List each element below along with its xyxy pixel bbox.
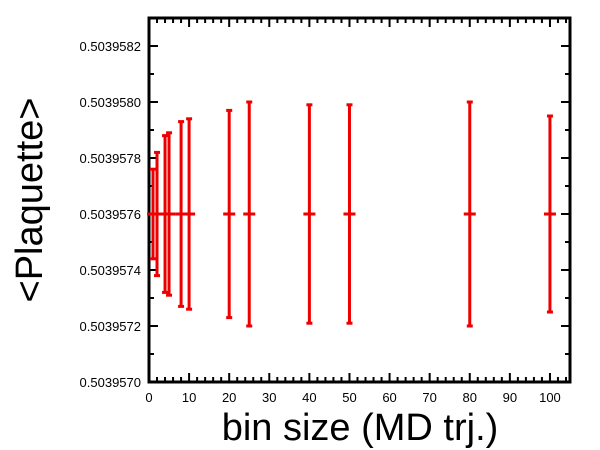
data-point xyxy=(343,103,356,325)
x-axis-title: bin size (MD trj.) xyxy=(222,407,499,449)
x-tick-label: 10 xyxy=(182,390,196,405)
ticks xyxy=(148,17,570,383)
y-tick-label: 0.5039572 xyxy=(80,319,141,334)
data-point xyxy=(543,114,556,314)
x-tick-label: 80 xyxy=(463,390,477,405)
y-tick-label: 0.5039570 xyxy=(80,375,141,390)
y-tick-label: 0.5039576 xyxy=(80,207,141,222)
x-tick-label: 90 xyxy=(503,390,517,405)
x-tick-label: 50 xyxy=(342,390,356,405)
x-tick-label: 0 xyxy=(145,390,152,405)
data-point xyxy=(303,103,316,325)
y-tick-label: 0.5039582 xyxy=(80,39,141,54)
data-points xyxy=(147,100,556,328)
x-tick-label: 60 xyxy=(382,390,396,405)
x-tick-label: 70 xyxy=(422,390,436,405)
y-tick-labels: 0.5039570 0.5039572 0.5039574 0.5039576 0.50… xyxy=(80,39,141,390)
x-tick-label: 40 xyxy=(302,390,316,405)
x-tick-label: 30 xyxy=(262,390,276,405)
data-point xyxy=(243,100,256,328)
x-tick-labels: 0 10 20 30 40 50 60 70 80 90 100 xyxy=(145,390,560,405)
data-point xyxy=(183,117,196,311)
plot-frame xyxy=(147,16,572,384)
y-axis-title: <Plaquette> xyxy=(9,98,51,303)
y-tick-label: 0.5039580 xyxy=(80,95,141,110)
y-tick-label: 0.5039578 xyxy=(80,151,141,166)
x-tick-label: 20 xyxy=(222,390,236,405)
y-tick-label: 0.5039574 xyxy=(80,263,141,278)
data-point xyxy=(463,100,476,328)
x-tick-label: 100 xyxy=(539,390,561,405)
data-point xyxy=(223,108,236,320)
data-point xyxy=(163,131,176,297)
